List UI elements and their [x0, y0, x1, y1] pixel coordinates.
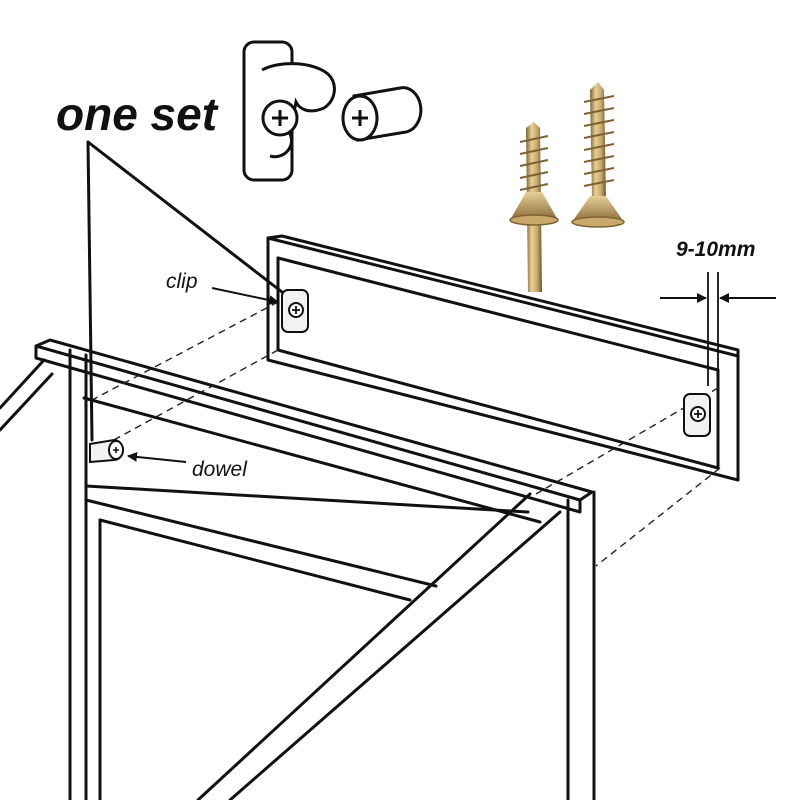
cabinet-brace-2	[228, 510, 562, 800]
cabinet-frame	[0, 338, 596, 800]
dowel-label: dowel	[192, 458, 248, 481]
cabinet-crossbar-bottom	[98, 518, 412, 602]
panel-clip-left	[281, 289, 309, 333]
set-dowel-icon	[341, 86, 423, 142]
cabinet-crossbar-top	[84, 484, 530, 514]
one-set-callout	[86, 140, 284, 442]
clip-icon	[242, 40, 336, 182]
callout-line-to-clip	[86, 140, 284, 294]
title-label: one set	[56, 88, 219, 140]
cabinet-top-rail-lower-edge	[82, 396, 542, 524]
cabinet-back-leg-1	[0, 358, 46, 410]
cabinet-top-rail-underside	[34, 344, 582, 514]
panel-clip-right	[683, 393, 711, 437]
cabinet-top-rail	[34, 338, 594, 502]
callout-line-to-dowel	[86, 140, 94, 442]
panel-outer	[266, 236, 740, 482]
gap-label: 9-10mm	[676, 238, 755, 261]
clip-pointer-arrow	[211, 287, 279, 306]
panel-side-edge	[266, 234, 740, 358]
cabinet-crossbar-mid	[84, 498, 438, 588]
cabinet-back-leg-2	[0, 372, 54, 432]
clip-label: clip	[166, 270, 198, 293]
screw-icon-short	[509, 122, 559, 292]
dowel-icon	[89, 438, 124, 464]
screw-icon-long	[571, 82, 625, 228]
alignment-lines	[91, 301, 721, 567]
gap-dimension	[660, 272, 776, 386]
dowel-pointer-arrow	[127, 451, 187, 463]
cabinet-brace-1	[196, 492, 532, 800]
panel-inner-top	[276, 256, 720, 372]
